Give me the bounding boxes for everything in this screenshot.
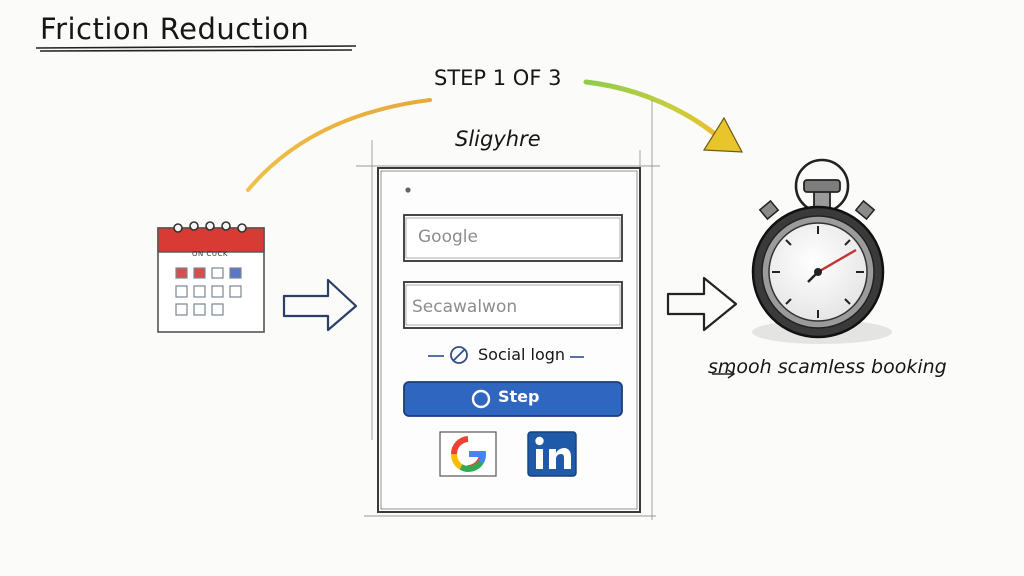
social-login-label: Social logn — [478, 345, 566, 364]
curve-arrow-left — [246, 98, 432, 192]
google-login-button[interactable] — [438, 430, 498, 478]
curve-arrow-right — [583, 79, 725, 143]
form-title: Sligyhre — [455, 127, 541, 151]
form-panel — [377, 167, 641, 513]
linkedin-login-button[interactable] — [526, 430, 578, 478]
calendar-icon — [157, 221, 265, 333]
linkedin-logo-icon — [527, 431, 577, 477]
calendar-label: ON CUCK — [192, 250, 228, 258]
outcome-arrow — [712, 369, 736, 379]
secondary-field — [403, 281, 623, 329]
secondary-input-value: Secawalwon — [412, 297, 518, 317]
google-field — [403, 214, 623, 262]
stopwatch-icon — [751, 158, 892, 344]
arrow-right-icon — [666, 276, 738, 332]
step-button-icon — [471, 389, 491, 409]
step-button-shape — [403, 381, 623, 417]
step-button-label: Step — [498, 387, 540, 406]
google-logo-icon — [439, 431, 497, 477]
outcome-label: smooh scamless booking — [708, 356, 947, 378]
step-indicator: STEP 1 OF 3 — [434, 66, 562, 90]
arrow-right-icon — [282, 278, 358, 332]
google-input-value: Google — [418, 227, 478, 247]
page-title: Friction Reduction — [40, 12, 310, 46]
curve-arrowhead — [702, 116, 744, 153]
title-underline — [35, 45, 357, 52]
